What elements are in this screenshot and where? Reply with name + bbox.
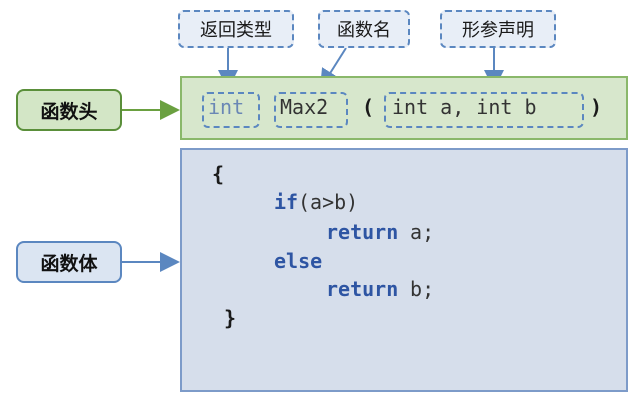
left-paren: ( xyxy=(362,95,375,119)
close-brace: } xyxy=(224,306,237,330)
function-head-label: 函数头 xyxy=(16,89,122,131)
if-condition: (a>b) xyxy=(298,190,359,214)
function-head-box: int Max2 ( int a, int b ) xyxy=(180,76,628,140)
open-brace: { xyxy=(212,162,225,186)
callout-function-name: 函数名 xyxy=(318,10,410,48)
parameters-dashed-box xyxy=(384,92,584,128)
function-name-dashed-box xyxy=(274,92,348,128)
return-value-a: a; xyxy=(398,220,435,244)
callout-return-type: 返回类型 xyxy=(178,10,294,48)
function-body-box: { if (a>b) return a; else return b; } xyxy=(180,148,628,392)
function-body-label: 函数体 xyxy=(16,241,122,283)
right-paren: ) xyxy=(590,95,603,119)
function-name-token: Max2 xyxy=(280,95,329,119)
parameters-token: int a, int b xyxy=(392,95,537,119)
else-keyword: else xyxy=(274,249,323,273)
return-type-token: int xyxy=(208,95,245,119)
return-keyword-2: return xyxy=(326,277,399,301)
return-keyword-1: return xyxy=(326,220,399,244)
if-keyword: if xyxy=(274,190,299,214)
callout-parameter-declaration: 形参声明 xyxy=(440,10,556,48)
return-type-dashed-box xyxy=(202,92,260,128)
return-value-b: b; xyxy=(398,277,435,301)
